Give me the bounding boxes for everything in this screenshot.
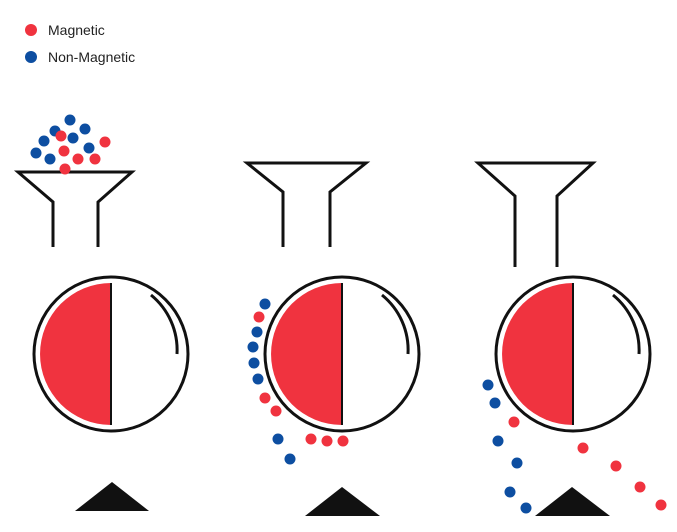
drum-2-inner-arc	[381, 293, 410, 355]
particle-magnetic	[253, 311, 265, 323]
pile-2	[305, 487, 380, 516]
particle-magnetic	[610, 460, 622, 472]
particle-magnetic	[577, 442, 589, 454]
pile-3	[535, 487, 610, 516]
particle-magnetic	[321, 435, 333, 447]
particle-magnetic	[337, 435, 349, 447]
stage-1-feeding	[13, 114, 190, 511]
particle-heap-1	[30, 114, 111, 175]
funnel-3	[474, 161, 597, 267]
particle-non-magnetic	[248, 357, 260, 369]
legend: Magnetic Non-Magnetic	[25, 22, 135, 65]
particle-non-magnetic	[44, 153, 56, 165]
funnel-1	[13, 170, 136, 247]
particle-magnetic	[72, 153, 84, 165]
particle-non-magnetic	[247, 341, 259, 353]
particle-magnetic	[99, 136, 111, 148]
drum-3-outline	[494, 275, 652, 433]
particle-non-magnetic	[511, 457, 523, 469]
stage-3-separated	[474, 161, 667, 516]
particle-non-magnetic	[30, 147, 42, 159]
particle-non-magnetic	[259, 298, 271, 310]
drum-3-inner-arc	[612, 293, 641, 355]
drum-3-magnetic-half	[502, 283, 573, 425]
particle-magnetic	[59, 163, 71, 175]
legend-non-magnetic-label: Non-Magnetic	[48, 49, 135, 65]
particle-non-magnetic	[38, 135, 50, 147]
particle-non-magnetic	[251, 326, 263, 338]
particle-stream-3	[482, 379, 667, 514]
particle-non-magnetic	[272, 433, 284, 445]
particle-non-magnetic	[504, 486, 516, 498]
particle-magnetic	[508, 416, 520, 428]
particle-stream-2	[247, 298, 349, 465]
particle-magnetic	[634, 481, 646, 493]
funnel-2	[242, 161, 371, 247]
legend-magnetic-dot	[25, 24, 37, 36]
particle-non-magnetic	[489, 397, 501, 409]
pile-1	[75, 482, 149, 511]
particle-non-magnetic	[492, 435, 504, 447]
particle-non-magnetic	[67, 132, 79, 144]
particle-magnetic	[305, 433, 317, 445]
drum-1-magnetic-half	[40, 283, 111, 425]
particle-non-magnetic	[284, 453, 296, 465]
particle-non-magnetic	[79, 123, 91, 135]
stage-2-rotating	[242, 161, 421, 516]
particle-non-magnetic	[252, 373, 264, 385]
particle-magnetic	[58, 145, 70, 157]
drum-1-inner-arc	[150, 293, 179, 355]
particle-non-magnetic	[64, 114, 76, 126]
drum-2-outline	[263, 275, 421, 433]
particle-non-magnetic	[83, 142, 95, 154]
drum-1-outline	[32, 275, 190, 433]
particle-magnetic	[89, 153, 101, 165]
particle-non-magnetic	[520, 502, 532, 514]
particle-magnetic	[270, 405, 282, 417]
legend-non-magnetic-dot	[25, 51, 37, 63]
particle-magnetic	[55, 130, 67, 142]
legend-magnetic-label: Magnetic	[48, 22, 105, 38]
particle-non-magnetic	[482, 379, 494, 391]
particle-magnetic	[259, 392, 271, 404]
drum-2-magnetic-half	[271, 283, 342, 425]
particle-magnetic	[655, 499, 667, 511]
